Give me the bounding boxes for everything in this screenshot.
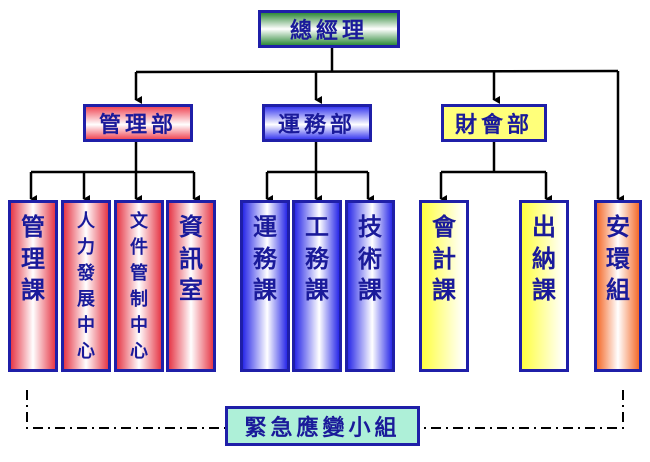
unit-label-char: 文 bbox=[130, 211, 148, 232]
general-manager-label: 總經理 bbox=[289, 18, 368, 44]
emergency-bracket-right bbox=[420, 390, 624, 429]
unit-box: 出納課 bbox=[519, 200, 569, 372]
unit-box: 運務課 bbox=[240, 200, 290, 372]
unit-label-char: 人 bbox=[77, 211, 95, 232]
unit-label: 資訊室 bbox=[179, 211, 203, 306]
unit-label-char: 理 bbox=[21, 243, 45, 273]
unit-label-char: 技 bbox=[358, 212, 382, 241]
unit-box: 管理課 bbox=[8, 200, 58, 372]
unit-box: 資訊室 bbox=[166, 200, 216, 372]
unit-label-char: 管 bbox=[130, 263, 148, 285]
unit-label-char: 力 bbox=[77, 237, 95, 259]
department-label: 管理部 bbox=[98, 112, 177, 138]
unit-label-char: 術 bbox=[358, 243, 382, 273]
unit-label-char: 安 bbox=[606, 212, 630, 241]
unit-label-char: 資 bbox=[179, 212, 203, 241]
unit-label-char: 課 bbox=[253, 275, 277, 305]
emergency-response-box: 緊急應變小組 bbox=[225, 406, 420, 446]
unit-label-char: 課 bbox=[305, 275, 329, 305]
unit-box: 人力發展中心 bbox=[61, 200, 111, 372]
unit-label-char: 件 bbox=[130, 237, 148, 259]
emergency-response-label: 緊急應變小組 bbox=[244, 415, 401, 441]
department-label: 運務部 bbox=[277, 112, 356, 138]
unit-box: 會計課 bbox=[419, 200, 469, 372]
unit-label-char: 務 bbox=[305, 243, 329, 273]
unit-label: 出納課 bbox=[532, 211, 556, 306]
general-manager-box: 總經理 bbox=[258, 10, 400, 48]
unit-label-char: 課 bbox=[532, 275, 556, 305]
unit-box: 技術課 bbox=[345, 200, 395, 372]
unit-label-char: 會 bbox=[432, 212, 456, 241]
unit-label: 文件管制中心 bbox=[130, 209, 148, 366]
unit-label: 會計課 bbox=[432, 211, 456, 306]
unit-label-char: 課 bbox=[432, 275, 456, 305]
department-label: 財會部 bbox=[454, 112, 533, 138]
unit-label-char: 環 bbox=[606, 243, 630, 273]
unit-label-char: 展 bbox=[77, 289, 95, 311]
unit-label-char: 務 bbox=[253, 243, 277, 273]
unit-label-char: 制 bbox=[130, 289, 148, 311]
unit-label-char: 管 bbox=[21, 212, 45, 241]
unit-label: 工務課 bbox=[305, 211, 329, 306]
unit-label: 技術課 bbox=[358, 211, 382, 306]
unit-label-char: 課 bbox=[21, 275, 45, 305]
unit-label-char: 計 bbox=[432, 243, 456, 273]
department-management-box: 管理部 bbox=[83, 104, 193, 142]
unit-label-char: 中 bbox=[130, 315, 148, 337]
unit-label-char: 工 bbox=[305, 212, 329, 241]
unit-label-char: 出 bbox=[532, 212, 556, 241]
connector-line bbox=[135, 69, 619, 74]
unit-label-char: 納 bbox=[532, 243, 556, 273]
department-finance-box: 財會部 bbox=[441, 104, 547, 142]
unit-label-char: 室 bbox=[179, 275, 203, 305]
unit-label-char: 運 bbox=[253, 212, 277, 241]
unit-label-char: 心 bbox=[77, 341, 95, 363]
unit-label-char: 組 bbox=[606, 275, 630, 305]
unit-label: 運務課 bbox=[253, 211, 277, 306]
unit-label: 人力發展中心 bbox=[77, 209, 95, 366]
unit-label: 安環組 bbox=[606, 211, 630, 306]
unit-label-char: 課 bbox=[358, 275, 382, 305]
unit-label-char: 發 bbox=[77, 263, 95, 285]
unit-box: 文件管制中心 bbox=[114, 200, 164, 372]
unit-label: 管理課 bbox=[21, 211, 45, 306]
unit-box: 工務課 bbox=[292, 200, 342, 372]
department-operations-box: 運務部 bbox=[262, 104, 372, 142]
unit-box: 安環組 bbox=[594, 200, 642, 372]
unit-label-char: 訊 bbox=[179, 243, 203, 273]
emergency-bracket-left bbox=[26, 390, 225, 429]
unit-label-char: 中 bbox=[77, 315, 95, 337]
unit-label-char: 心 bbox=[130, 341, 148, 363]
